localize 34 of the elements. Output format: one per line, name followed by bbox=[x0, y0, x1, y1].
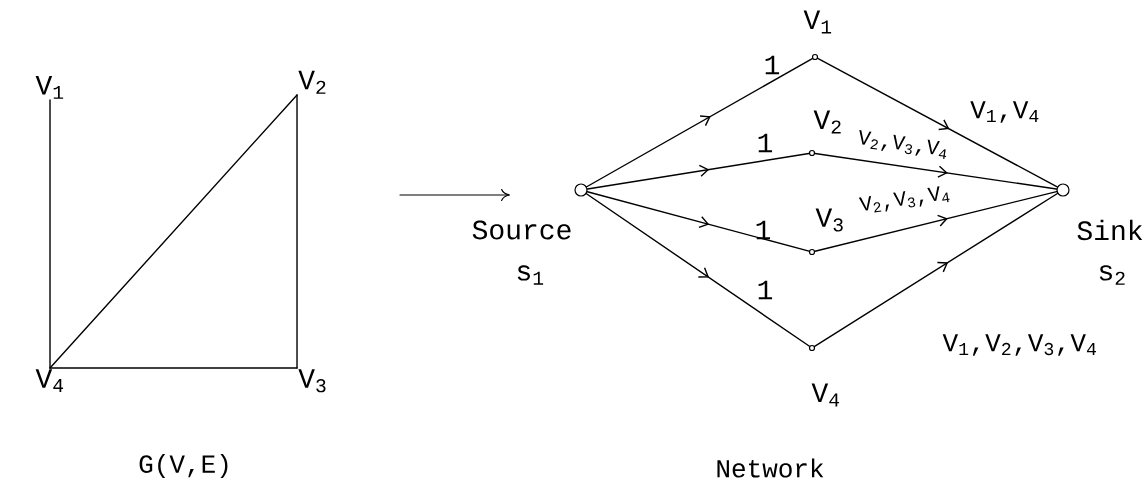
node-label: s$_{1}$ bbox=[517, 265, 544, 285]
edge-line bbox=[49, 94, 298, 369]
edge-line bbox=[49, 99, 51, 369]
edge-label: 1 bbox=[756, 220, 771, 240]
edge-line bbox=[817, 57, 1058, 188]
node-label: V$_{1}$ bbox=[803, 10, 832, 34]
edge-line bbox=[586, 57, 813, 188]
edge-label: 1 bbox=[758, 280, 773, 300]
caption-text: G(V,E) bbox=[139, 453, 228, 479]
edge-line bbox=[296, 94, 298, 369]
edge-line bbox=[49, 367, 298, 369]
vertex-label: V$_{4}$ bbox=[35, 369, 64, 392]
edge-line bbox=[814, 152, 1058, 190]
node-label: s$_{2}$ bbox=[1099, 265, 1125, 285]
edge-label: V$_{2}$,V$_{3}$,V$_{4}$ bbox=[858, 186, 950, 213]
edge-line bbox=[813, 192, 1059, 348]
node-label: Source bbox=[472, 220, 571, 240]
node-label: V$_{2}$ bbox=[813, 110, 841, 134]
vertex-label: V$_{2}$ bbox=[298, 70, 326, 94]
edge-line bbox=[586, 152, 810, 190]
caption-text: Network bbox=[717, 458, 824, 478]
edge-label: V$_{2}$,V$_{3}$,V$_{4}$ bbox=[859, 130, 947, 160]
edge-label: V$_{1}$,V$_{4}$ bbox=[970, 101, 1039, 123]
edge-line bbox=[586, 191, 810, 252]
edge-line bbox=[814, 190, 1058, 252]
node-label: Sink bbox=[1077, 219, 1143, 241]
edge-label: 1 bbox=[765, 55, 780, 75]
node-label: V$_{4}$ bbox=[811, 383, 840, 407]
node-label: V$_{3}$ bbox=[815, 208, 843, 232]
edge-line bbox=[585, 193, 811, 347]
edge-label: 1 bbox=[758, 133, 773, 153]
vertex-label: V$_{3}$ bbox=[298, 369, 326, 393]
edge-label: V$_{1}$,V$_{2}$,V$_{3}$,V$_{4}$ bbox=[942, 334, 1096, 356]
vertex-label: V$_{1}$ bbox=[35, 76, 64, 99]
